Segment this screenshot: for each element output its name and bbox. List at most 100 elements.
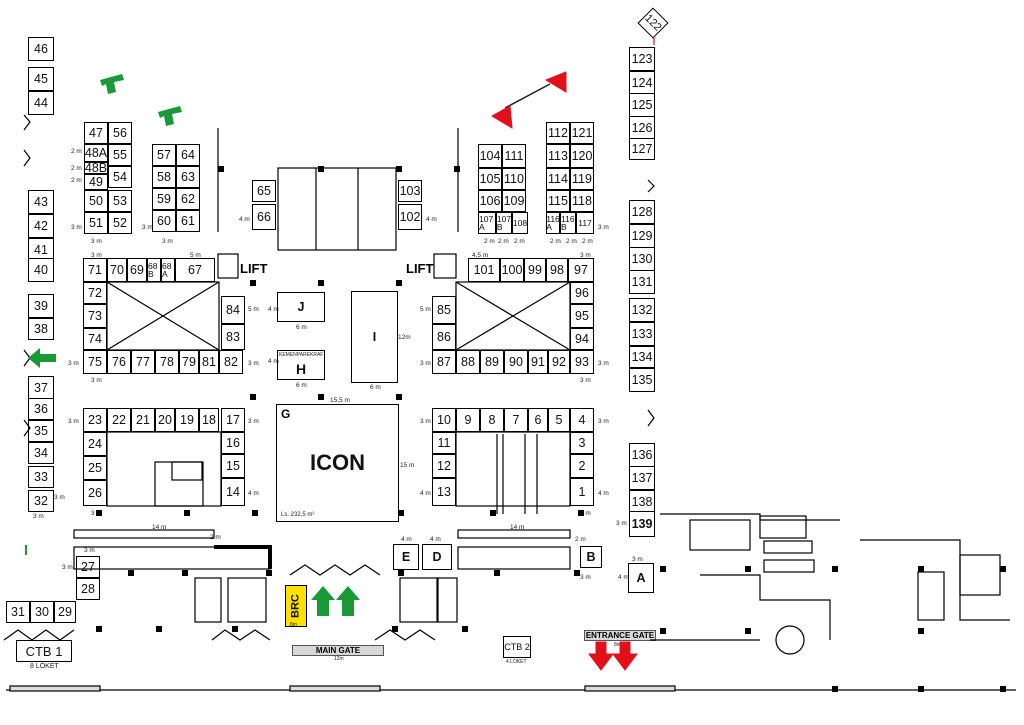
booth-91[interactable]: 91 [528,350,548,374]
booth-74[interactable]: 74 [83,328,107,350]
booth-43[interactable]: 43 [28,190,54,214]
booth-84[interactable]: 84 [221,296,245,324]
booth-117[interactable]: 117 [576,212,594,234]
booth-101[interactable]: 101 [468,258,500,282]
booth-28[interactable]: 28 [76,578,100,600]
booth-3[interactable]: 3 [570,432,594,454]
booth-92[interactable]: 92 [548,350,570,374]
booth-125[interactable]: 125 [629,93,655,117]
booth-9[interactable]: 9 [456,408,480,432]
booth-105[interactable]: 105 [478,168,502,190]
ctb1-booth[interactable]: CTB 1 [16,640,72,662]
booth-133[interactable]: 133 [629,322,655,346]
booth-65[interactable]: 65 [252,180,276,202]
booth-40[interactable]: 40 [28,258,54,282]
booth-134[interactable]: 134 [629,346,655,368]
booth-107a[interactable]: 107 A [478,212,496,234]
booth-75[interactable]: 75 [83,350,107,374]
booth-51[interactable]: 51 [84,212,108,234]
booth-46[interactable]: 46 [28,37,54,61]
booth-49[interactable]: 49 [84,174,108,190]
booth-93[interactable]: 93 [570,350,594,374]
booth-1[interactable]: 1 [570,478,594,506]
booth-127[interactable]: 127 [629,138,655,160]
booth-77[interactable]: 77 [131,350,155,374]
booth-108[interactable]: 108 [512,212,528,234]
booth-135[interactable]: 135 [629,368,655,392]
booth-70[interactable]: 70 [107,258,127,282]
booth-114[interactable]: 114 [546,168,570,190]
booth-50[interactable]: 50 [84,190,108,212]
booth-4[interactable]: 4 [570,408,594,432]
booth-32[interactable]: 32 [28,490,54,512]
booth-31[interactable]: 31 [6,601,30,623]
booth-58[interactable]: 58 [152,166,176,188]
area-i[interactable]: I [351,291,398,383]
booth-55[interactable]: 55 [108,144,132,166]
area-j[interactable]: J [277,292,325,322]
booth-139[interactable]: 139 [629,511,655,537]
booth-45[interactable]: 45 [28,67,54,91]
booth-12[interactable]: 12 [432,454,456,478]
booth-68a[interactable]: 68 A [161,258,175,282]
area-b[interactable]: B [580,546,602,568]
booth-34[interactable]: 34 [28,442,54,464]
booth-85[interactable]: 85 [432,296,456,324]
booth-131[interactable]: 131 [629,270,655,294]
area-h[interactable]: H [277,350,325,380]
booth-119[interactable]: 119 [570,168,594,190]
booth-106[interactable]: 106 [478,190,502,212]
booth-36[interactable]: 36 [28,398,54,420]
booth-126[interactable]: 126 [629,116,655,140]
booth-124[interactable]: 124 [629,71,655,95]
booth-116b[interactable]: 116 B [560,212,576,234]
booth-71[interactable]: 71 [83,258,107,282]
booth-110[interactable]: 110 [502,168,526,190]
booth-42[interactable]: 42 [28,214,54,238]
area-e[interactable]: E [393,544,419,570]
booth-48a[interactable]: 48A [84,144,108,162]
booth-23[interactable]: 23 [83,408,107,432]
booth-53[interactable]: 53 [108,190,132,212]
booth-39[interactable]: 39 [28,294,54,318]
booth-87[interactable]: 87 [432,350,456,374]
ctb2-booth[interactable]: CTB 2 [503,636,531,658]
booth-64[interactable]: 64 [176,144,200,166]
booth-100[interactable]: 100 [500,258,524,282]
main-gate[interactable]: MAIN GATE [292,645,384,656]
booth-14[interactable]: 14 [221,478,245,506]
booth-79[interactable]: 79 [179,350,199,374]
booth-48b[interactable]: 48B [84,160,108,175]
booth-57[interactable]: 57 [152,144,176,166]
entrance-gate[interactable]: ENTRANCE GATE [584,630,656,641]
booth-137[interactable]: 137 [629,466,655,490]
booth-7[interactable]: 7 [504,408,528,432]
area-a[interactable]: A [628,563,654,593]
booth-16[interactable]: 16 [221,432,245,454]
booth-123[interactable]: 123 [629,47,655,71]
booth-11[interactable]: 11 [432,432,456,454]
booth-27[interactable]: 27 [76,556,100,578]
booth-132[interactable]: 132 [629,298,655,322]
booth-107b[interactable]: 107 B [496,212,512,234]
booth-67[interactable]: 67 [175,258,215,282]
booth-86[interactable]: 86 [432,324,456,350]
booth-72[interactable]: 72 [83,282,107,304]
booth-52[interactable]: 52 [108,212,132,234]
booth-60[interactable]: 60 [152,210,176,232]
booth-82[interactable]: 82 [219,350,243,374]
booth-66[interactable]: 66 [252,204,276,230]
booth-98[interactable]: 98 [546,258,568,282]
booth-118[interactable]: 118 [570,190,594,212]
booth-99[interactable]: 99 [524,258,546,282]
booth-102[interactable]: 102 [398,204,422,230]
booth-44[interactable]: 44 [28,91,54,115]
booth-103[interactable]: 103 [398,180,422,202]
booth-38[interactable]: 38 [28,318,54,340]
booth-47[interactable]: 47 [84,122,108,144]
booth-63[interactable]: 63 [176,166,200,188]
booth-22[interactable]: 22 [107,408,131,432]
booth-8[interactable]: 8 [480,408,504,432]
booth-121[interactable]: 121 [570,122,594,144]
booth-37[interactable]: 37 [28,376,54,400]
